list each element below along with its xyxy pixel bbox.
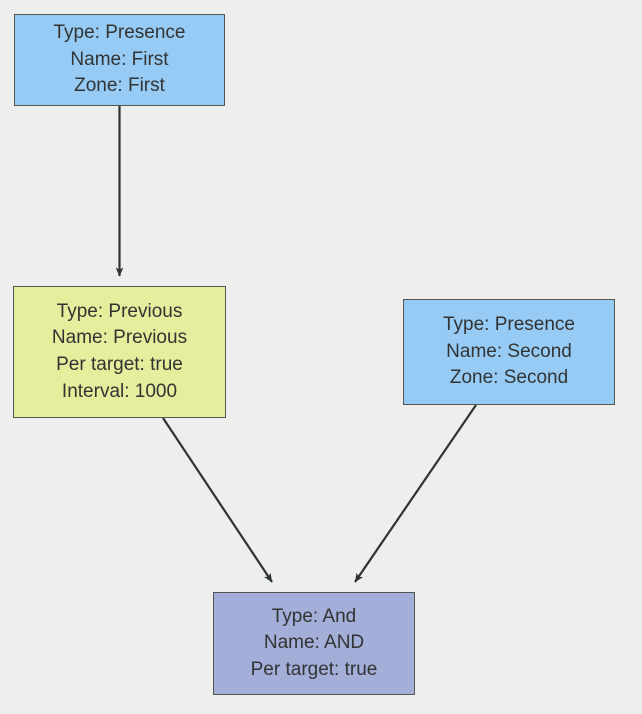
- node-presence-second[interactable]: Type: Presence Name: Second Zone: Second: [403, 299, 615, 405]
- node-and-line-1: Type: And: [271, 605, 357, 627]
- node-and-line-2: Name: AND: [263, 632, 365, 654]
- node-previous-line-2: Name: Previous: [51, 327, 188, 349]
- node-presence-second-line-2: Name: Second: [446, 340, 572, 362]
- node-presence-first-line-1: Type: Presence: [53, 22, 186, 44]
- node-presence-first-line-3: Zone: First: [74, 75, 165, 97]
- node-previous-line-4: Interval: 1000: [61, 380, 178, 402]
- node-presence-first-line-2: Name: First: [70, 48, 169, 70]
- node-presence-second-line-3: Zone: Second: [449, 367, 569, 389]
- node-previous-line-3: Per target: true: [56, 354, 183, 375]
- node-presence-first[interactable]: Type: Presence Name: First Zone: First: [14, 14, 225, 106]
- node-previous[interactable]: Type: Previous Name: Previous Per target…: [13, 286, 226, 418]
- node-previous-line-1: Type: Previous: [56, 300, 183, 322]
- edge-second-to-and: [354, 404, 477, 583]
- node-presence-second-line-1: Type: Presence: [442, 314, 576, 336]
- edge-previous-to-and: [162, 417, 273, 583]
- node-and-line-3: Per target: true: [250, 658, 378, 680]
- node-and[interactable]: Type: And Name: AND Per target: true: [213, 592, 415, 695]
